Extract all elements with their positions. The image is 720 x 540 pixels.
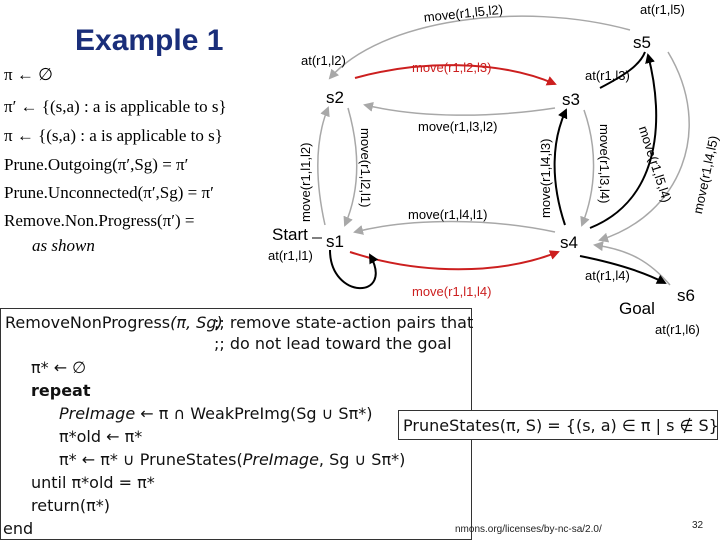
def-line-7: as shown — [32, 236, 95, 255]
algo-line-4: π*old ← π* — [59, 427, 143, 446]
label-at-l6: at(r1,l6) — [655, 322, 700, 337]
algo-header-name: RemoveNonProgress — [5, 313, 171, 332]
edge-s2-s1 — [343, 107, 358, 227]
page-number: 32 — [692, 520, 704, 531]
def-line-2: π′ ← {(s,a) : a is applicable to s} — [4, 97, 227, 116]
algo-line-5: π* ← π* ∪ PruneStates(PreImage, Sg ∪ Sπ*… — [59, 450, 405, 469]
edge-s3-s5 — [599, 51, 646, 89]
label-move-l2-l3: move(r1,l2,l3) — [412, 60, 492, 75]
start-label: Start — [272, 225, 308, 244]
prune-states-text: PruneStates(π, S) = {(s, a) ∈ π | s ∉ S} — [403, 416, 719, 435]
edge-s3-s2 — [363, 101, 556, 116]
algo-line-6: until π*old = π* — [31, 473, 155, 492]
label-move-l4-l1: move(r1,l4,l1) — [408, 207, 488, 222]
algo-line-5-a: π* ← π* ∪ PruneStates( — [59, 450, 243, 469]
prune-states-box: PruneStates(π, S) = {(s, a) ∈ π | s ∉ S} — [398, 410, 719, 440]
algo-comment-1: ;; remove state-action pairs that — [214, 313, 474, 332]
remove-non-progress-box: RemoveNonProgress(π, Sg) ;; remove state… — [0, 308, 474, 540]
algo-line-5-b: PreImage — [242, 450, 319, 469]
label-move-l2-l1: move(r1,l2,l1) — [358, 128, 373, 208]
state-s1: s1 — [326, 232, 344, 251]
label-at-l5: at(r1,l5) — [640, 2, 685, 17]
label-at-l4: at(r1,l4) — [585, 268, 630, 283]
label-at-l2: at(r1,l2) — [301, 53, 346, 68]
def-line-1: π ← ∅ — [4, 65, 53, 84]
label-at-l1: at(r1,l1) — [268, 248, 313, 263]
algo-comment-2: ;; do not lead toward the goal — [214, 334, 452, 353]
algo-line-2: repeat — [31, 381, 91, 400]
slide-title: Example 1 — [75, 24, 224, 57]
edge-s3-s4 — [580, 109, 595, 227]
edge-s1-s2 — [317, 106, 330, 226]
label-move-l3-l2: move(r1,l3,l2) — [418, 119, 498, 134]
edge-s4-s6 — [579, 255, 667, 284]
edge-s1-s4 — [349, 250, 560, 271]
algo-line-7: return(π*) — [31, 496, 111, 515]
edge-s1-loop — [329, 249, 379, 290]
algo-line-3: PreImage ← π ∩ WeakPreImg(Sg ∪ Sπ*) — [59, 404, 372, 423]
state-s3: s3 — [562, 90, 580, 109]
algo-line-5-c: , Sg ∪ Sπ*) — [318, 450, 406, 469]
edge-s4-s5 — [589, 53, 658, 229]
def-line-3: π ← {(s,a) : a is applicable to s} — [4, 126, 223, 145]
edge-s2-s3 — [354, 64, 557, 86]
edge-s4-s1 — [353, 220, 556, 235]
edge-s4-s3 — [553, 108, 568, 226]
edge-s5-s4 — [598, 51, 690, 243]
state-s5: s5 — [633, 33, 651, 52]
def-line-6: Remove.Non.Progress(π′) = — [4, 211, 195, 230]
algo-header-args: (π, Sg) — [170, 313, 223, 332]
goal-label: Goal — [619, 299, 655, 318]
algo-line-3-preimage: PreImage — [59, 404, 136, 423]
label-move-l1-l2: move(r1,l1,l2) — [298, 142, 313, 222]
label-move-l4-l3: move(r1,l4,l3) — [538, 138, 553, 218]
state-s2: s2 — [326, 88, 344, 107]
license-text: nmons.org/licenses/by-nc-sa/2.0/ — [455, 524, 602, 535]
label-move-l1-l4: move(r1,l1,l4) — [412, 284, 492, 299]
label-move-l3-l4: move(r1,l3,l4) — [597, 124, 612, 204]
state-s4: s4 — [560, 233, 578, 252]
algo-line-8: end — [3, 519, 34, 538]
algo-line-1: π* ← ∅ — [31, 358, 87, 377]
edge-s5-s2 — [328, 15, 631, 80]
def-line-4: Prune.Outgoing(π′,Sg) = π′ — [4, 155, 189, 174]
state-s6: s6 — [677, 286, 695, 305]
label-at-l3: at(r1,l3) — [585, 68, 630, 83]
algo-line-3-rest: ← π ∩ WeakPreImg(Sg ∪ Sπ*) — [140, 404, 373, 423]
algo-header: RemoveNonProgress(π, Sg) — [5, 313, 223, 332]
def-line-5: Prune.Unconnected(π′,Sg) = π′ — [4, 183, 214, 202]
